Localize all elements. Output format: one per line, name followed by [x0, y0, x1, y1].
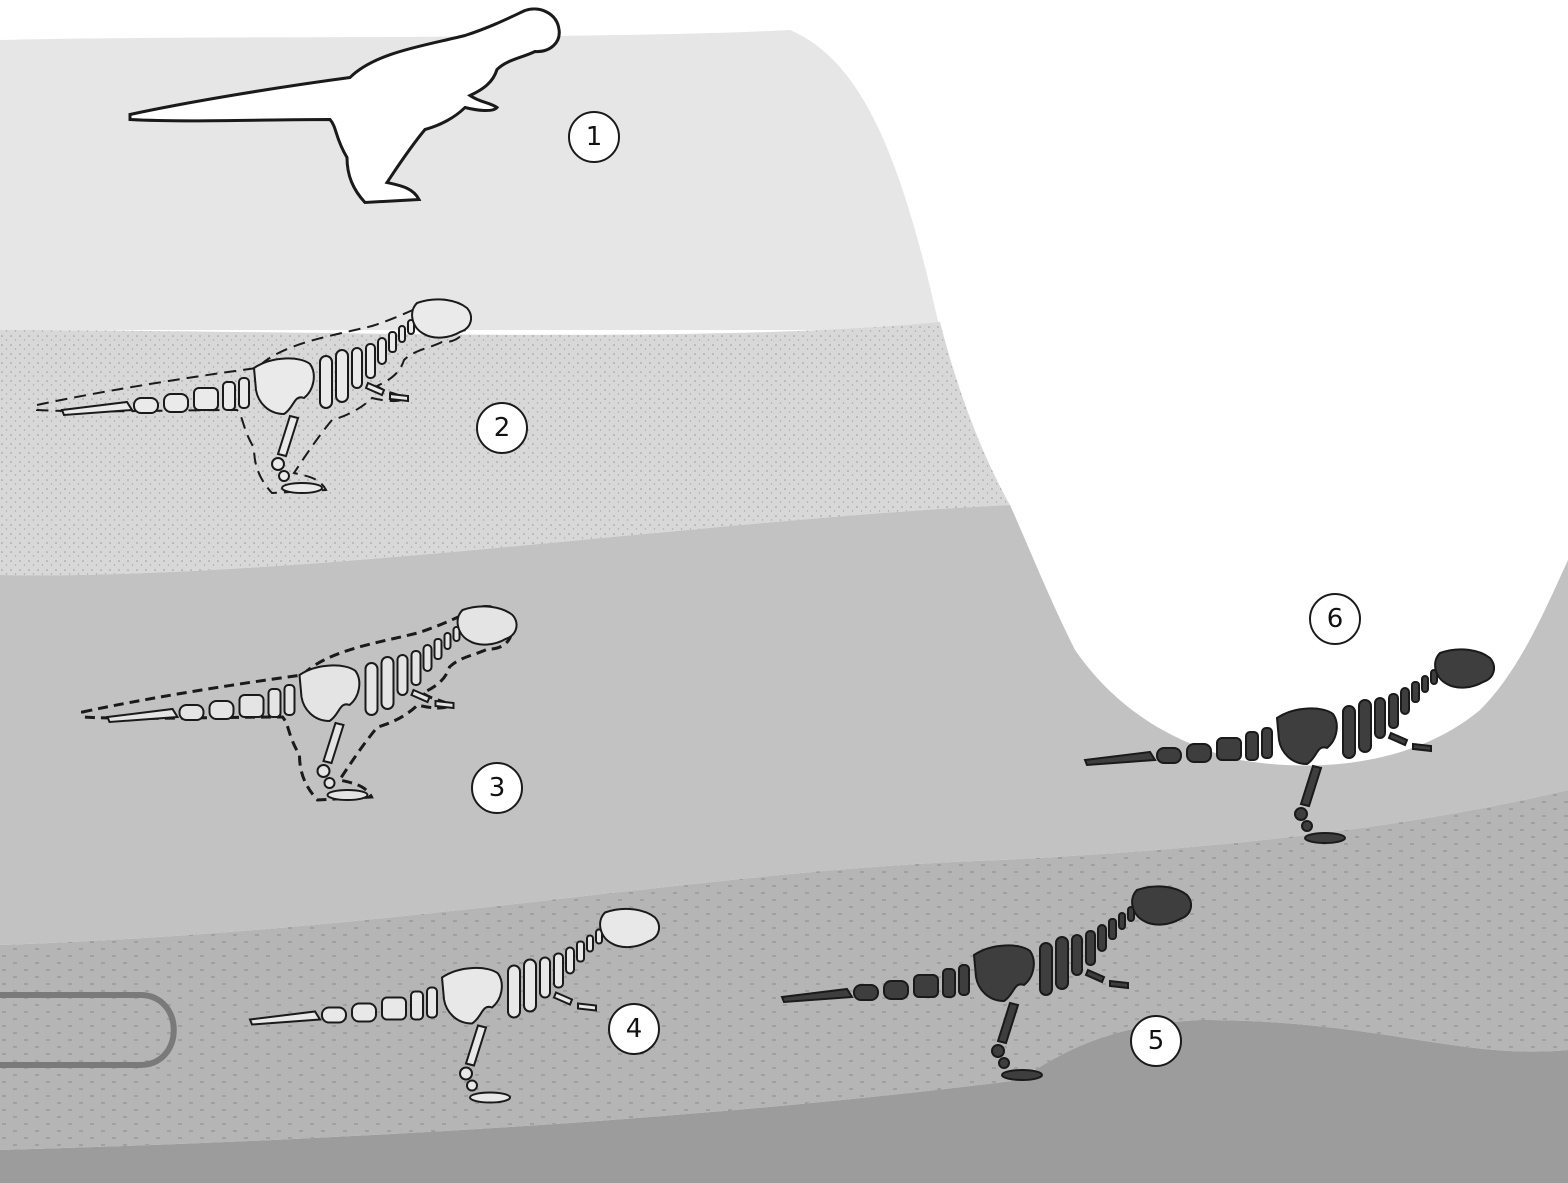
step-badge-5: 5 [1131, 1016, 1181, 1066]
step-badge-1: 1 [569, 112, 619, 162]
step-badge-2: 2 [477, 403, 527, 453]
step-number: 2 [494, 413, 511, 443]
step-number: 1 [586, 122, 603, 152]
step-badge-3: 3 [472, 763, 522, 813]
step-number: 4 [626, 1014, 643, 1044]
step-number: 6 [1327, 604, 1344, 634]
step-badge-4: 4 [609, 1004, 659, 1054]
step-badge-6: 6 [1310, 594, 1360, 644]
step-number: 3 [489, 773, 506, 803]
step-number: 5 [1148, 1026, 1165, 1056]
